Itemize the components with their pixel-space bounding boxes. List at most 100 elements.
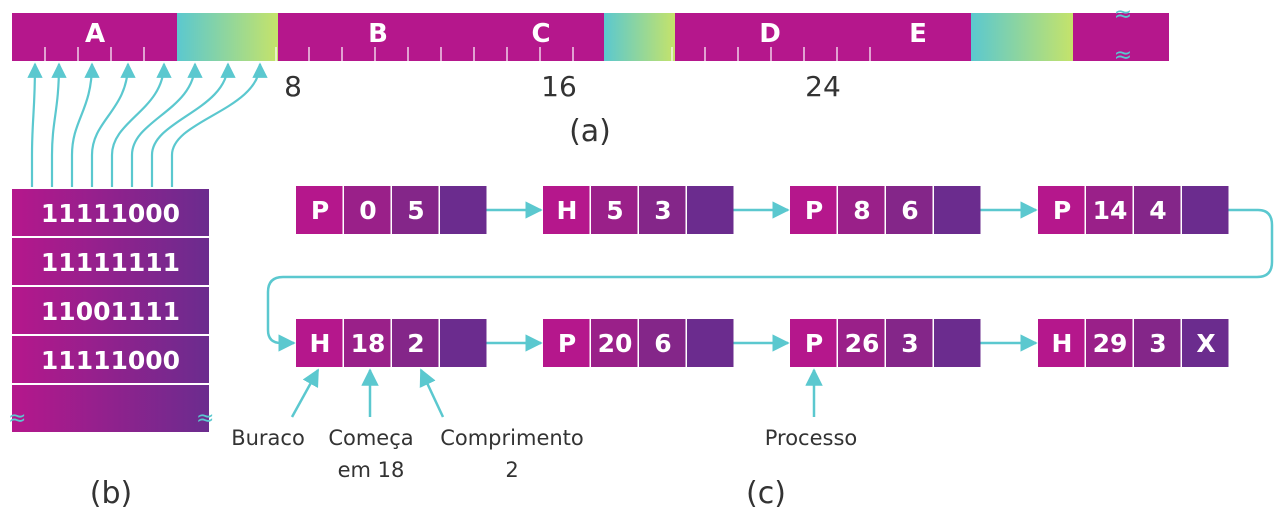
bitmap-connector bbox=[110, 62, 172, 187]
node-type: H bbox=[310, 329, 331, 358]
bitmap-connector bbox=[170, 62, 268, 187]
bar-ticks bbox=[44, 47, 871, 61]
segment-a bbox=[12, 13, 177, 61]
node-next: X bbox=[1196, 329, 1215, 358]
segment-tail bbox=[1073, 13, 1169, 61]
break-icon-right: ≈ bbox=[196, 406, 214, 431]
list-node: P 26 3 bbox=[790, 319, 981, 367]
node-start: 8 bbox=[853, 196, 870, 225]
node-cell bbox=[392, 186, 439, 234]
segment-label-b: B bbox=[368, 19, 388, 49]
node-cell bbox=[296, 319, 343, 367]
node-cell bbox=[1086, 319, 1133, 367]
node-cell bbox=[790, 319, 837, 367]
segment-label-c: C bbox=[531, 19, 550, 49]
bitmap-row bbox=[12, 238, 209, 285]
bitmap-connector bbox=[27, 62, 43, 187]
node-type: H bbox=[1052, 329, 1073, 358]
segment-de bbox=[675, 13, 971, 61]
segment-label-e: E bbox=[909, 19, 927, 49]
break-icon-top: ≈ bbox=[1114, 2, 1132, 27]
annotation-starts-line1: Começa bbox=[328, 426, 413, 450]
hole-3 bbox=[971, 13, 1073, 61]
node-cell bbox=[838, 186, 885, 234]
node-type: P bbox=[805, 329, 823, 358]
node-length: 2 bbox=[407, 329, 424, 358]
bitmap-connector bbox=[50, 62, 67, 187]
node-length: 4 bbox=[1149, 196, 1166, 225]
node-cell bbox=[591, 319, 638, 367]
node-start: 0 bbox=[359, 196, 376, 225]
bitmap-connector bbox=[90, 62, 136, 187]
node-length: 3 bbox=[654, 196, 671, 225]
node-start: 26 bbox=[845, 329, 880, 358]
node-cell bbox=[543, 186, 590, 234]
node-cell bbox=[1086, 186, 1133, 234]
segment-label-a: A bbox=[85, 19, 105, 49]
list-arrows bbox=[266, 201, 1274, 352]
node-cell bbox=[392, 319, 439, 367]
node-cell bbox=[1038, 186, 1085, 234]
node-cell bbox=[639, 319, 686, 367]
annotation-hole: Buraco bbox=[231, 426, 305, 450]
bitmap-connector bbox=[70, 62, 100, 187]
break-icon-bottom: ≈ bbox=[1114, 43, 1132, 68]
node-cell bbox=[790, 186, 837, 234]
node-cell bbox=[1182, 186, 1229, 234]
node-type: P bbox=[1053, 196, 1071, 225]
node-cell bbox=[886, 319, 933, 367]
node-cell bbox=[1182, 319, 1229, 367]
node-length: 3 bbox=[901, 329, 918, 358]
bitmap-row-empty bbox=[12, 385, 209, 432]
node-cell bbox=[886, 186, 933, 234]
node-length: 5 bbox=[407, 196, 424, 225]
annotation-length-line2: 2 bbox=[505, 458, 518, 482]
annotation-process: Processo bbox=[765, 426, 858, 450]
node-length: 6 bbox=[901, 196, 918, 225]
bitmap-row-value: 11111000 bbox=[41, 199, 180, 228]
node-start: 20 bbox=[598, 329, 633, 358]
node-cell bbox=[1134, 319, 1181, 367]
tick-number-16: 16 bbox=[541, 70, 577, 103]
bitmap-connectors bbox=[27, 62, 268, 187]
annotation-length-line1: Comprimento bbox=[440, 426, 584, 450]
node-cell bbox=[296, 186, 343, 234]
node-start: 5 bbox=[606, 196, 623, 225]
node-cell bbox=[591, 186, 638, 234]
wrap-arrow bbox=[266, 208, 1274, 352]
node-cell bbox=[344, 319, 391, 367]
bitmap-row bbox=[12, 287, 209, 334]
bitmap-row-value: 11111111 bbox=[41, 248, 180, 277]
node-type: P bbox=[311, 196, 329, 225]
annotation-starts-line2: em 18 bbox=[338, 458, 405, 482]
bitmap-row-value: 11001111 bbox=[41, 297, 180, 326]
caption-c: (c) bbox=[746, 476, 786, 511]
tick-number-8: 8 bbox=[284, 70, 302, 103]
node-cell bbox=[687, 319, 734, 367]
node-length: 3 bbox=[1149, 329, 1166, 358]
node-start: 14 bbox=[1093, 196, 1128, 225]
node-cell bbox=[1134, 186, 1181, 234]
node-cell bbox=[440, 319, 487, 367]
hole-1 bbox=[177, 13, 278, 61]
node-cell bbox=[934, 319, 981, 367]
node-cell bbox=[934, 186, 981, 234]
node-start: 29 bbox=[1093, 329, 1128, 358]
node-cell bbox=[687, 186, 734, 234]
node-cell bbox=[440, 186, 487, 234]
node-cell bbox=[543, 319, 590, 367]
node-cell bbox=[1038, 319, 1085, 367]
caption-a: (a) bbox=[569, 114, 611, 149]
node-cell bbox=[344, 186, 391, 234]
node-type: P bbox=[558, 329, 576, 358]
